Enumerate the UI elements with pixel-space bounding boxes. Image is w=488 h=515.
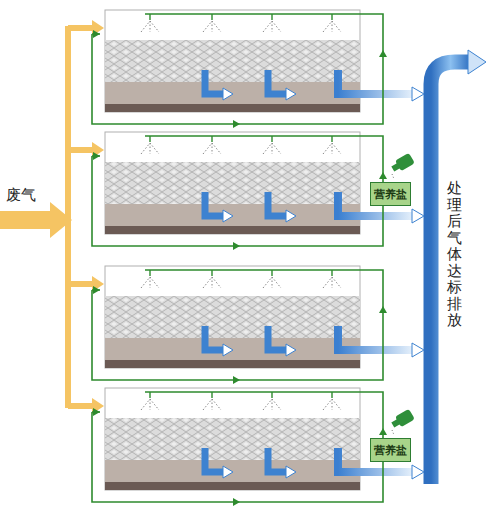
flow-arrowhead — [233, 242, 240, 250]
recirculation-line — [92, 411, 100, 413]
gas-arrowhead — [92, 276, 104, 292]
gas-arrowhead — [92, 142, 104, 158]
flow-arrowhead — [93, 152, 100, 160]
flow-arrowhead — [93, 408, 100, 416]
gas-arrowhead — [92, 20, 104, 36]
gas-branch — [68, 147, 94, 153]
flow-arrowhead — [379, 172, 387, 179]
nutrient-bottle — [390, 153, 415, 174]
flow-arrowhead — [379, 306, 387, 313]
gas-branch — [68, 281, 94, 287]
gas-branch — [68, 25, 94, 31]
exhaust-arrowhead — [468, 50, 486, 74]
recirculation-line — [92, 155, 100, 157]
dosing-drops — [392, 174, 394, 179]
biofilter-tank — [105, 388, 424, 490]
recirculation-line — [92, 14, 383, 124]
exhaust-pipe — [431, 62, 470, 484]
recirculation-line — [92, 33, 100, 35]
nutrient-box: 营养盐 — [370, 438, 411, 462]
gas-arrowhead — [92, 398, 104, 414]
flow-arrowhead — [233, 498, 240, 506]
flow-arrowhead — [379, 428, 387, 435]
flow-arrowhead — [233, 120, 240, 128]
flow-arrowhead — [379, 50, 387, 57]
inlet-arrow — [0, 202, 72, 238]
outlet-label: 处理后气体达标排放 — [447, 180, 462, 329]
nutrient-box: 营养盐 — [370, 182, 411, 206]
recirculation-line — [92, 392, 383, 502]
biofilter-tank — [105, 10, 424, 112]
biofilter-tank — [105, 266, 424, 368]
flow-arrowhead — [233, 376, 240, 384]
nutrient-bottle — [390, 409, 415, 430]
biofilter-tank — [105, 132, 424, 234]
recirculation-line — [92, 289, 100, 291]
inlet-label: 废气 — [6, 186, 36, 205]
dosing-drops — [392, 430, 394, 435]
gas-branch — [68, 403, 94, 409]
nutrient-label: 营养盐 — [374, 187, 407, 202]
flow-arrowhead — [93, 30, 100, 38]
recirculation-line — [92, 136, 383, 246]
nutrient-label: 营养盐 — [374, 443, 407, 458]
flow-arrowhead — [93, 286, 100, 294]
recirculation-line — [92, 270, 383, 380]
